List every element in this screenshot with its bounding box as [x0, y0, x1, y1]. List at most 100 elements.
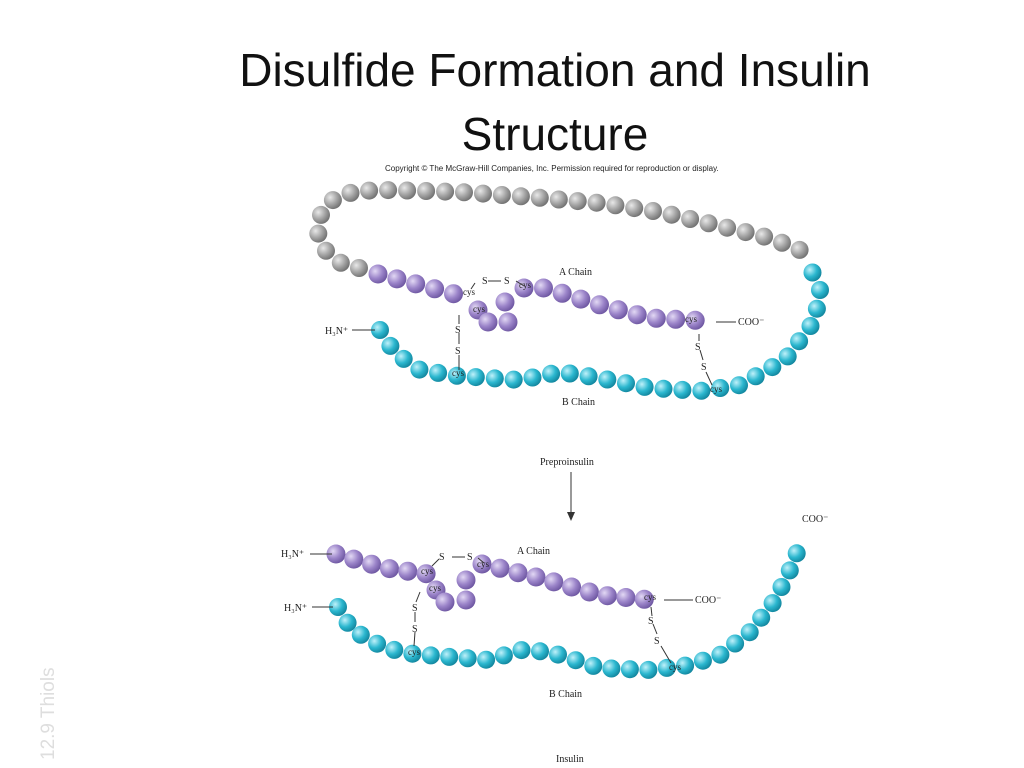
b-chain-residue [711, 379, 730, 397]
connecting-peptide-residue [350, 259, 368, 277]
a-chain-beads [368, 264, 705, 332]
a-chain-residue [380, 559, 399, 579]
b-chain-label: B Chain [549, 689, 582, 700]
connecting-peptide-residue [474, 184, 492, 203]
connecting-peptide-chain [309, 181, 809, 277]
cysteine-label: cys [473, 304, 485, 314]
preproinsulin-figure: S S S S S S A Chain B Chain H₃N⁺ COO⁻ Pr… [309, 181, 829, 468]
b-chain-residue [368, 634, 387, 653]
a-chain-beads [326, 544, 654, 612]
b-chain-residue [579, 367, 598, 386]
connecting-peptide-residue [681, 210, 700, 228]
connecting-peptide-residue [312, 205, 330, 224]
a-chain-residue [634, 589, 654, 609]
b-chain-residue [494, 646, 513, 665]
b-chain-residue [560, 364, 579, 383]
b-chain-residue [676, 656, 695, 675]
cysteine-label: cys [669, 662, 681, 672]
a-chain-residue [368, 264, 388, 284]
connecting-peptide-residue [309, 224, 328, 243]
a-chain-residue [627, 305, 647, 325]
b-chain-residue [394, 349, 413, 368]
b-chain-residue [730, 376, 748, 395]
a-chain-residue [562, 577, 582, 597]
connecting-peptide-residue [492, 186, 511, 204]
copyright-notice: Copyright © The McGraw-Hill Companies, I… [385, 164, 719, 173]
b-chain-residue [752, 608, 771, 627]
b-chain-residue [778, 347, 797, 366]
connecting-peptide-residue [773, 233, 791, 252]
disulfide-bonds-top [352, 280, 736, 386]
b-chain-residue [617, 374, 635, 393]
b-chain-residue [763, 594, 782, 613]
b-chain-n-terminus-label: H₃N⁺ [284, 603, 307, 614]
b-chain-residue [711, 645, 730, 664]
connecting-peptide-residue [341, 183, 360, 202]
a-chain-residue [685, 310, 705, 330]
b-chain-residue [763, 358, 782, 377]
connecting-peptide-residue [317, 241, 335, 260]
a-chain-residue [444, 284, 463, 304]
b-chain-residue [549, 645, 567, 664]
b-chain-residue [338, 613, 357, 632]
sulfur-label: S [467, 552, 473, 563]
b-chain-residue [566, 651, 585, 670]
connecting-peptide-residue [436, 182, 455, 201]
b-chain-residue [746, 367, 765, 386]
b-chain-residue [429, 363, 448, 382]
a-chain-residue [597, 586, 617, 606]
b-chain-residue [602, 659, 621, 678]
a-chain-residue [579, 582, 599, 602]
cysteine-label: cys [644, 592, 656, 602]
connecting-peptide-residue [331, 253, 350, 272]
b-chain-residue [787, 544, 806, 563]
b-chain-residue [477, 650, 496, 669]
connecting-peptide-residue [323, 191, 342, 210]
a-chain-residue [425, 279, 445, 299]
a-chain-residue [526, 567, 546, 587]
a-chain-residue [456, 570, 476, 590]
b-chain-label: B Chain [562, 397, 595, 408]
connecting-peptide-residue [625, 199, 644, 218]
b-chain-residue [620, 660, 639, 679]
a-chain-label: A Chain [517, 546, 550, 557]
a-chain-residue [435, 592, 455, 612]
a-chain-residue [608, 300, 628, 320]
connecting-peptide-residue [790, 240, 809, 259]
connecting-peptide-residue [644, 202, 662, 220]
cysteine-label: cys [463, 287, 475, 297]
a-chain-residue [590, 295, 609, 315]
connecting-peptide-residue [511, 187, 530, 206]
sulfur-label: S [412, 603, 418, 614]
b-chain-residue [403, 644, 422, 663]
cysteine-label: cys [710, 384, 722, 394]
connecting-peptide-residue [530, 188, 549, 207]
b-chain-residue [673, 380, 692, 399]
b-chain-beads [329, 544, 806, 679]
connecting-peptide-residue [549, 190, 568, 209]
cysteine-label: cys [477, 559, 489, 569]
slide-title-line-1: Disulfide Formation and Insulin [239, 44, 871, 96]
b-chain-residue [780, 561, 799, 580]
connecting-peptide-residue [587, 193, 606, 212]
connecting-peptide-residue [755, 227, 774, 246]
sulfur-label: S [412, 624, 418, 635]
b-chain-n-terminus-label: H₃N⁺ [325, 326, 348, 337]
a-chain-residue [544, 572, 564, 592]
a-chain-residue [406, 274, 426, 294]
sulfur-label: S [648, 616, 654, 627]
b-chain-residue [385, 640, 404, 659]
a-chain-residue [666, 309, 686, 329]
b-chain-residue [654, 379, 673, 398]
b-chain-residue [485, 369, 504, 388]
a-chain-residue [571, 289, 591, 309]
b-chain-residue [692, 381, 711, 400]
connecting-peptide-residue [398, 181, 417, 200]
b-chain-residue [466, 368, 485, 387]
a-chain-residue [646, 308, 666, 328]
b-chain-residue [772, 578, 791, 596]
a-chain-residue [616, 588, 636, 607]
b-chain-residue [726, 634, 745, 653]
a-chain-label: A Chain [559, 267, 592, 278]
